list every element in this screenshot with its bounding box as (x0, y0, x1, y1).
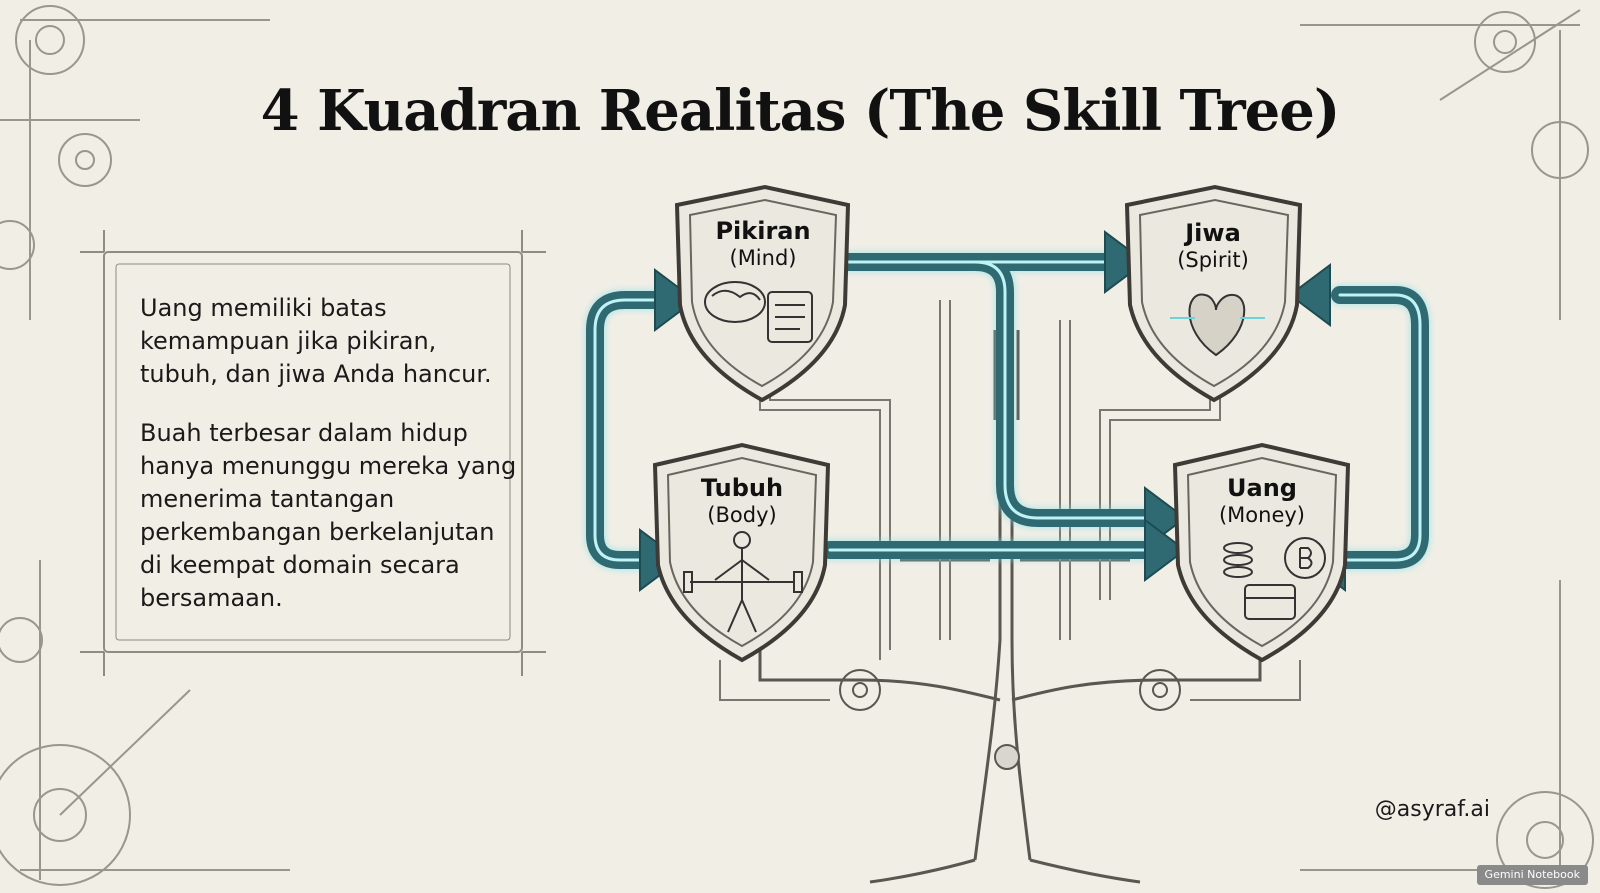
node-spirit-sub: (Spirit) (1177, 248, 1249, 272)
corner-gear-top-right (1300, 9, 1589, 320)
arrow-money-to-spirit (1331, 286, 1429, 569)
node-mind-label: Pikiran (Mind) (688, 216, 838, 270)
shield-money (1172, 442, 1351, 663)
coins-chest-icon (1223, 537, 1326, 620)
description-panel: Uang memiliki batas kemampuan jika pikir… (140, 292, 520, 641)
node-money-name: Uang (1227, 474, 1297, 502)
node-body-label: Tubuh (Body) (667, 473, 817, 527)
heart-icon (1170, 293, 1265, 357)
shield-spirit (1124, 184, 1303, 403)
arrowhead-spirit-right (1288, 263, 1331, 327)
node-body-name: Tubuh (700, 474, 784, 502)
node-spirit-name: Jiwa (1185, 219, 1241, 247)
node-mind-name: Pikiran (715, 217, 811, 245)
tree-gears (839, 669, 1181, 770)
node-mind-sub: (Mind) (729, 246, 797, 270)
shield-mind (674, 184, 851, 403)
flow-arrows (584, 230, 1431, 592)
corner-gear-bottom-right (1300, 580, 1594, 889)
author-handle: @asyraf.ai (1374, 797, 1490, 822)
brain-scroll-icon (704, 281, 813, 343)
arrowhead-mind (654, 268, 697, 332)
description-paragraph-2: Buah terbesar dalam hidup hanya menunggu… (140, 419, 517, 612)
node-money-label: Uang (Money) (1187, 473, 1337, 527)
text-panel-frame (80, 230, 546, 676)
node-body-sub: (Body) (707, 503, 777, 527)
gemini-notebook-badge: Gemini Notebook (1476, 865, 1588, 885)
corner-gear-bottom-left (0, 560, 290, 886)
shield-body (652, 442, 831, 663)
node-spirit-label: Jiwa (Spirit) (1138, 218, 1288, 272)
athlete-barbell-icon (683, 531, 803, 633)
page-title: 4 Kuadran Realitas (The Skill Tree) (260, 78, 1341, 144)
corner-gear-top-left (0, 5, 270, 320)
arrowhead-money-left (1144, 518, 1187, 582)
description-paragraph-1: Uang memiliki batas kemampuan jika pikir… (140, 294, 492, 388)
node-money-sub: (Money) (1218, 503, 1305, 527)
arrowhead-spirit-top (1104, 230, 1147, 294)
